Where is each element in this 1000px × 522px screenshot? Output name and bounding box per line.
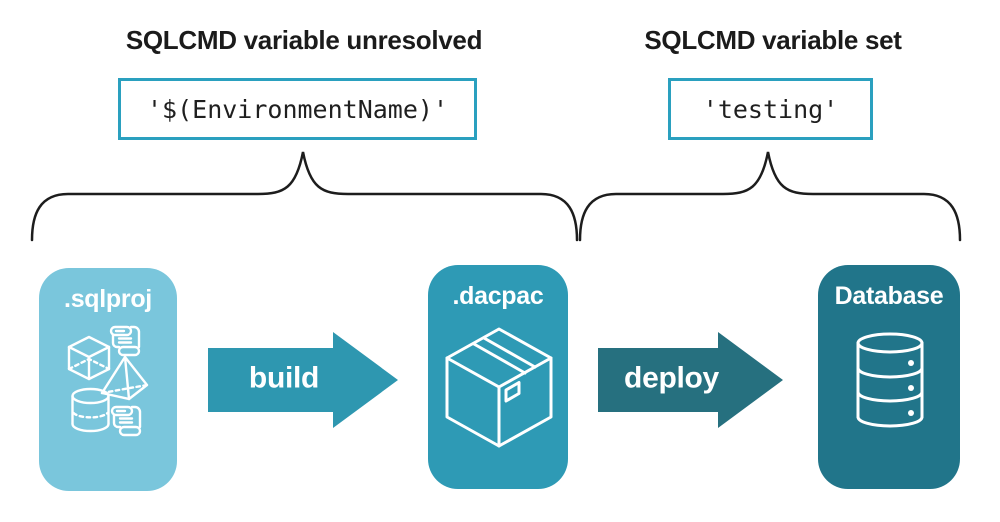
build-arrow-shape — [208, 332, 398, 428]
db-dot — [908, 385, 914, 391]
dacpac-node: .dacpac — [428, 265, 568, 489]
dacpac-label: .dacpac — [452, 282, 544, 310]
heading-sqlcmd-set: SQLCMD variable set — [644, 25, 902, 55]
sql-objects-icon — [67, 325, 149, 437]
code-text-unresolved: '$(EnvironmentName)' — [146, 94, 449, 124]
cube-icon — [67, 335, 111, 381]
database-label: Database — [834, 282, 944, 310]
build-arrow: build — [208, 332, 398, 428]
code-text-resolved: 'testing' — [702, 94, 839, 124]
code-box-testing-value: 'testing' — [668, 78, 873, 140]
sqlproj-label: .sqlproj — [64, 285, 152, 313]
database-icon — [856, 332, 924, 428]
right-brace — [578, 151, 962, 242]
package-box-icon — [445, 327, 553, 448]
code-box-environment-variable: '$(EnvironmentName)' — [118, 78, 477, 140]
script-scroll-icon — [109, 325, 141, 357]
left-brace — [30, 151, 579, 242]
brace-group — [30, 151, 962, 242]
pyramid-icon — [100, 355, 149, 401]
db-dot — [908, 410, 914, 416]
db-dot — [908, 360, 914, 366]
deploy-arrow: deploy — [598, 332, 783, 428]
database-node: Database — [818, 265, 960, 489]
sqlproj-node: .sqlproj — [39, 268, 177, 491]
build-arrow-label: build — [248, 361, 320, 395]
deploy-arrow-shape — [598, 332, 783, 428]
script-scroll-icon — [110, 405, 142, 437]
heading-sqlcmd-unresolved: SQLCMD variable unresolved — [125, 25, 483, 55]
cylinder-icon — [71, 387, 110, 433]
deploy-arrow-label: deploy — [624, 361, 719, 395]
